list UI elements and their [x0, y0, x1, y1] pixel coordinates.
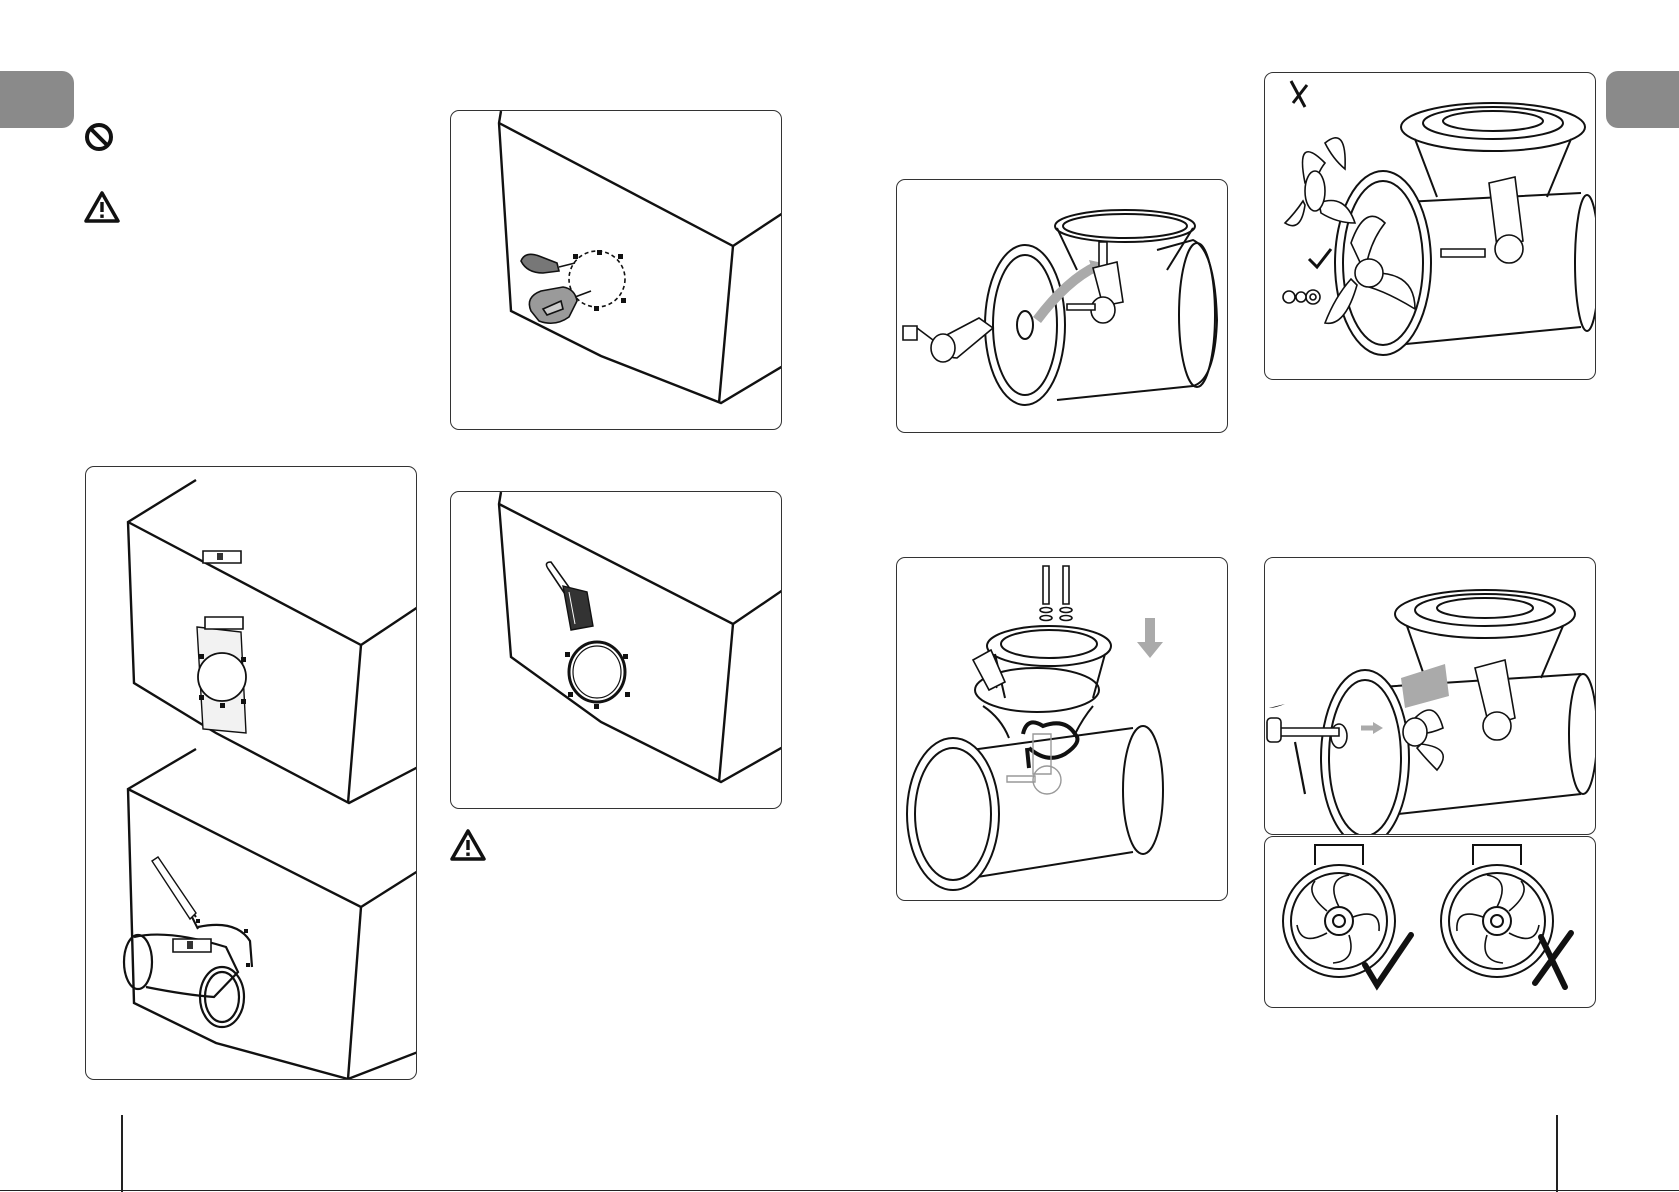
right-section-tab — [1606, 71, 1679, 128]
footer-baseline — [0, 1190, 1679, 1191]
figure-bolt-flange — [896, 557, 1228, 901]
figure-propeller-orientation — [1264, 72, 1596, 380]
figure-apply-sealant — [450, 491, 782, 809]
footer-rule-left — [121, 1115, 123, 1192]
warning-icon — [449, 828, 487, 862]
figure-template-and-tunnel — [85, 466, 417, 1080]
figure-propeller-check — [1264, 836, 1596, 1008]
figure-insert-gearleg — [896, 179, 1228, 433]
figure-drill-hull — [450, 110, 782, 430]
footer-rule-right — [1556, 1115, 1558, 1192]
figure-mount-propeller — [1264, 557, 1596, 835]
prohibition-icon — [82, 120, 116, 154]
warning-icon — [83, 190, 121, 224]
left-section-tab — [0, 71, 74, 128]
